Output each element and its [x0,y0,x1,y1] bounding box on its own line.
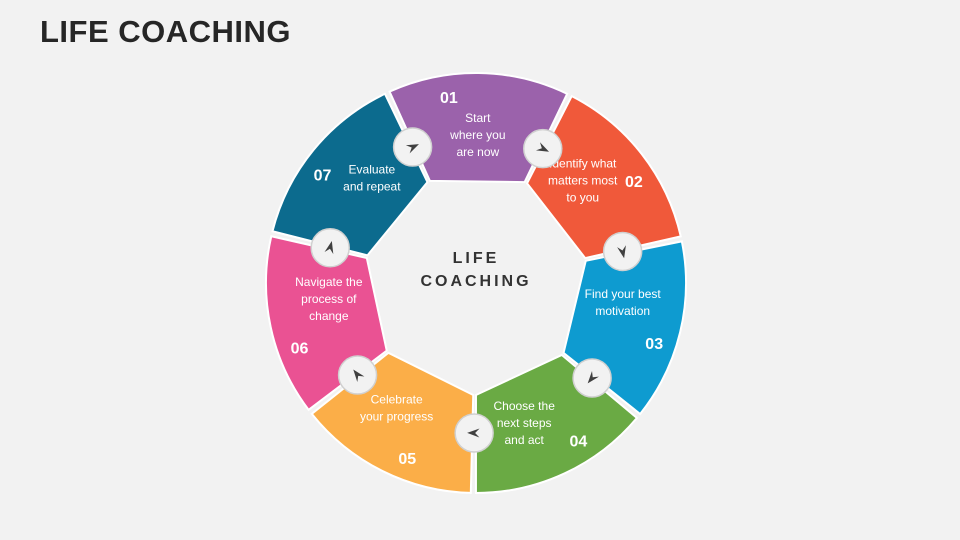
step-number: 01 [440,90,458,107]
chevron-arrow-icon [602,231,643,272]
chevron-arrow-icon [572,358,612,398]
step-number: 07 [314,167,332,184]
connectors-layer [310,127,643,453]
segment-shape [388,72,569,184]
segment-shape [525,94,682,260]
step-number: 02 [625,174,643,191]
chevron-arrow-icon [392,127,433,167]
center-label-line-2: COACHING [420,273,531,290]
center-label-line-1: LIFE [453,250,500,267]
step-number: 04 [569,434,587,451]
chevron-arrow-icon [523,128,563,169]
segment-shape [271,92,429,257]
chevron-arrow-icon [454,413,494,453]
page-title: LIFE COACHING [40,14,292,49]
chevron-arrow-icon [310,228,350,268]
step-number: 03 [645,336,663,353]
step-number: 06 [291,341,309,358]
chevron-arrow-icon [337,355,378,395]
step-number: 05 [398,451,416,468]
